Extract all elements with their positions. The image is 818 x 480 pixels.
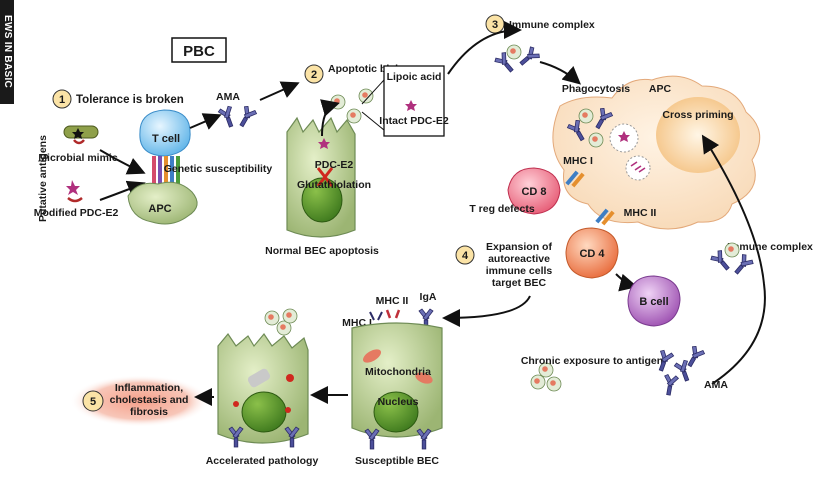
title: PBC [183, 43, 215, 60]
bec-surface-receptors [369, 308, 434, 330]
accelerated-cell [217, 332, 309, 448]
ama-label: AMA [216, 91, 240, 103]
svg-text:3: 3 [492, 19, 498, 31]
normal-bec-label: Normal BEC apoptosis [265, 245, 379, 257]
svg-text:4: 4 [462, 250, 469, 262]
mhc-ii-bec-label: MHC II [376, 295, 409, 307]
svg-text:Tolerance is broken: Tolerance is broken [76, 94, 184, 106]
mhc-i-label: MHC I [563, 155, 593, 167]
modified-pdc-label: Modified PDC-E2 [34, 207, 119, 219]
treg-label: T reg defects [469, 203, 535, 215]
lipoic-acid-label: Lipoic acid [387, 71, 442, 83]
step-3: 3 Immune complex [485, 14, 595, 34]
phagosomes [566, 106, 651, 181]
cd8-cell: CD 8 [507, 167, 561, 215]
intact-pdc-icon [405, 100, 417, 111]
modified-pdc-icon [66, 180, 83, 203]
svg-text:T cell: T cell [152, 133, 180, 145]
step-4: 4 Expansion of autoreactive immune cells… [455, 241, 553, 289]
mhc-i-complex [565, 170, 585, 188]
side-tag: EWS IN BASIC [0, 0, 14, 104]
title-box [171, 37, 227, 63]
microbial-mimic-icon [63, 125, 99, 145]
ama-antibody-icon [217, 104, 258, 130]
t-cell: T cell [139, 109, 191, 157]
pdc-e2-label: PDC-E2 [315, 159, 354, 171]
mitochondria-label: Mitochondria [365, 366, 431, 378]
ama-bottom-label: AMA [704, 379, 728, 391]
susceptible-bec-cell [351, 322, 443, 450]
svg-text:2: 2 [311, 69, 317, 81]
phagocytosis-label: Phagocytosis [562, 83, 630, 95]
microbial-mimic-label: Microbial mimic [38, 152, 118, 164]
accelerated-blebs [264, 308, 298, 336]
susceptible-bec-label: Susceptible BEC [355, 455, 439, 467]
svg-text:CD 4: CD 4 [579, 248, 605, 260]
immune-complex-icon [493, 44, 542, 76]
accelerated-label: Accelerated pathology [206, 455, 319, 467]
expansion-label: Expansion of autoreactive immune cells t… [485, 241, 553, 289]
svg-text:1: 1 [59, 94, 65, 106]
putative-antigens-label: Putative antigens [37, 135, 49, 222]
normal-bec-cell [286, 116, 356, 238]
step-5: 5 Inflammation, cholestasis and fibrosis [70, 375, 210, 427]
ama-bottom-icons [653, 344, 706, 397]
svg-text:CD 8: CD 8 [521, 186, 546, 198]
mhc-ii-complex [595, 208, 615, 226]
lipoic-acid-box [383, 65, 445, 137]
mhc-ii-label: MHC II [624, 207, 657, 219]
step-1: 1 Tolerance is broken [52, 89, 184, 109]
cd4-cell: CD 4 [565, 227, 619, 279]
svg-text:B cell: B cell [639, 296, 668, 308]
b-cell: B cell [627, 275, 681, 327]
chronic-label: Chronic exposure to antigen [521, 355, 663, 367]
immune-complex-right-label: Immune complex [727, 241, 813, 253]
svg-text:5: 5 [90, 396, 96, 408]
apoptotic-blebs [330, 88, 374, 124]
apc-large-label: APC [649, 83, 672, 95]
cross-priming-label: Cross priming [662, 109, 733, 121]
nucleus-label: Nucleus [378, 396, 419, 408]
apc-small: APC [127, 181, 198, 225]
immune-complex-label: Immune complex [509, 19, 595, 31]
svg-text:APC: APC [148, 203, 171, 215]
chronic-antigen-icon [530, 362, 562, 392]
inflammation-label: Inflammation, cholestasis and fibrosis [109, 382, 189, 418]
glutathiolation-label: Glutathiolation [297, 179, 371, 191]
iga-label: IgA [420, 291, 437, 303]
intact-pdc-label: Intact PDC-E2 [379, 115, 449, 127]
genetic-susceptibility-label: Genetic susceptibility [164, 163, 273, 175]
tcr-mhc-complex [152, 156, 180, 186]
